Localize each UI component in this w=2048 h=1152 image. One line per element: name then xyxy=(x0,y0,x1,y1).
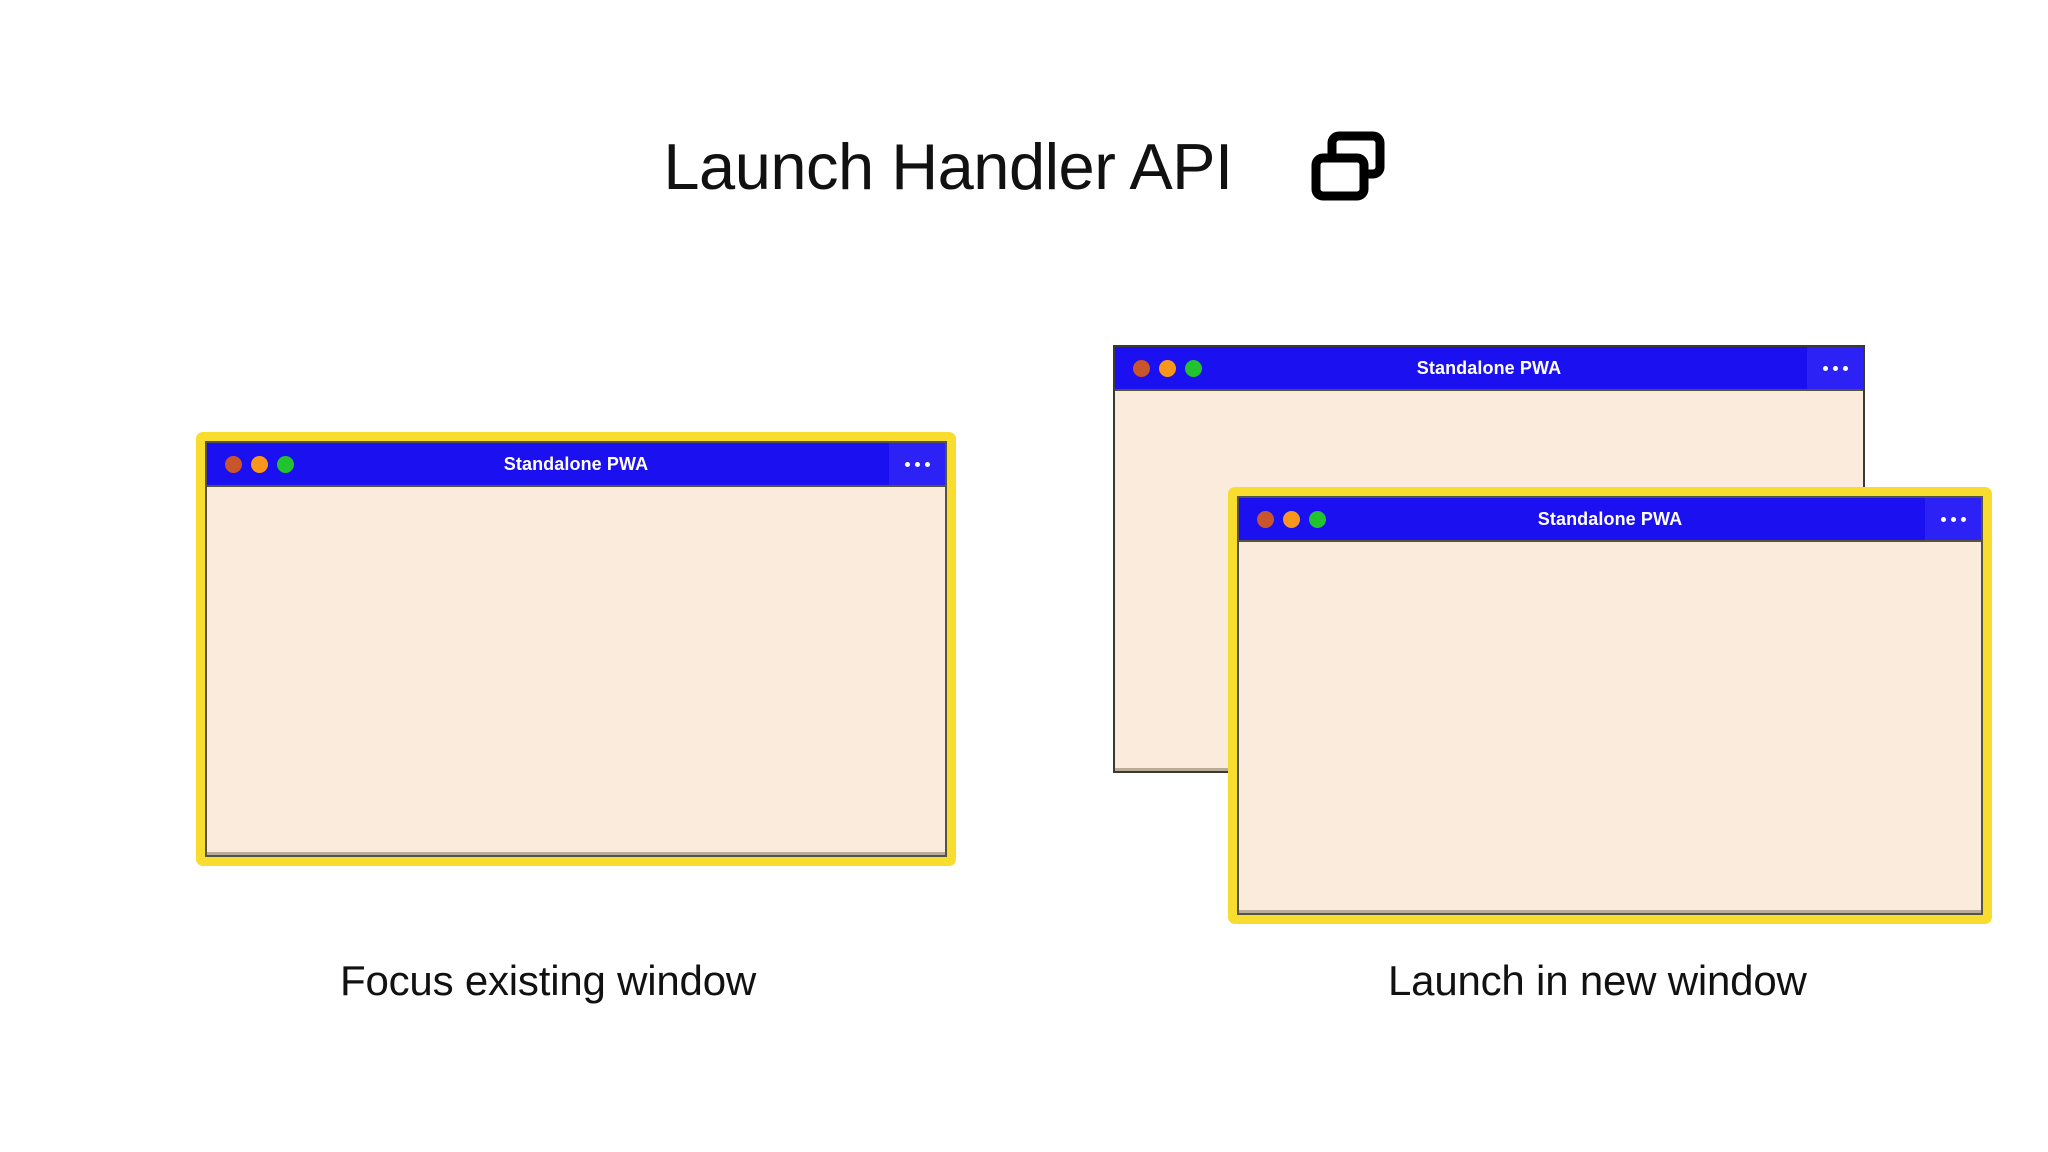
menu-dot xyxy=(1940,516,1946,522)
page-title: Launch Handler API xyxy=(663,129,1233,203)
window-frame: Standalone PWA xyxy=(1237,496,1983,915)
menu-dot xyxy=(904,461,910,467)
overflow-menu-icon[interactable] xyxy=(1925,498,1981,540)
window-launched-new[interactable]: Standalone PWA xyxy=(1228,487,1992,924)
menu-dot xyxy=(914,461,920,467)
minimize-button-icon[interactable] xyxy=(1283,510,1300,528)
close-button-icon[interactable] xyxy=(225,455,242,473)
caption-focus-existing-window: Focus existing window xyxy=(340,957,756,1004)
overflow-menu-icon[interactable] xyxy=(1807,347,1863,389)
menu-dot xyxy=(1960,516,1966,522)
window-focus-existing[interactable]: Standalone PWA xyxy=(196,432,956,866)
window-title: Standalone PWA xyxy=(1537,508,1683,529)
window-content-area xyxy=(207,487,945,855)
close-button-icon[interactable] xyxy=(1133,359,1150,377)
maximize-button-icon[interactable] xyxy=(1309,510,1326,528)
window-title: Standalone PWA xyxy=(503,453,649,474)
window-title: Standalone PWA xyxy=(1416,357,1562,378)
caption-launch-in-new-window: Launch in new window xyxy=(1388,957,1807,1004)
page-header: Launch Handler API xyxy=(0,118,2048,214)
overflow-menu-icon[interactable] xyxy=(889,443,945,485)
maximize-button-icon[interactable] xyxy=(277,455,294,473)
menu-dot xyxy=(1950,516,1956,522)
menu-dot xyxy=(1842,365,1848,371)
maximize-button-icon[interactable] xyxy=(1185,359,1202,377)
window-titlebar[interactable]: Standalone PWA xyxy=(1115,347,1863,391)
window-titlebar[interactable]: Standalone PWA xyxy=(207,443,945,487)
menu-dot xyxy=(924,461,930,467)
traffic-lights xyxy=(1257,510,1326,528)
minimize-button-icon[interactable] xyxy=(1159,359,1176,377)
close-button-icon[interactable] xyxy=(1257,510,1274,528)
traffic-lights xyxy=(1133,359,1202,377)
window-frame: Standalone PWA xyxy=(205,441,947,857)
menu-dot xyxy=(1832,365,1838,371)
traffic-lights xyxy=(225,455,294,473)
multi-window-icon xyxy=(1311,131,1385,201)
window-titlebar[interactable]: Standalone PWA xyxy=(1239,498,1981,542)
menu-dot xyxy=(1822,365,1828,371)
minimize-button-icon[interactable] xyxy=(251,455,268,473)
window-content-area xyxy=(1239,542,1981,913)
